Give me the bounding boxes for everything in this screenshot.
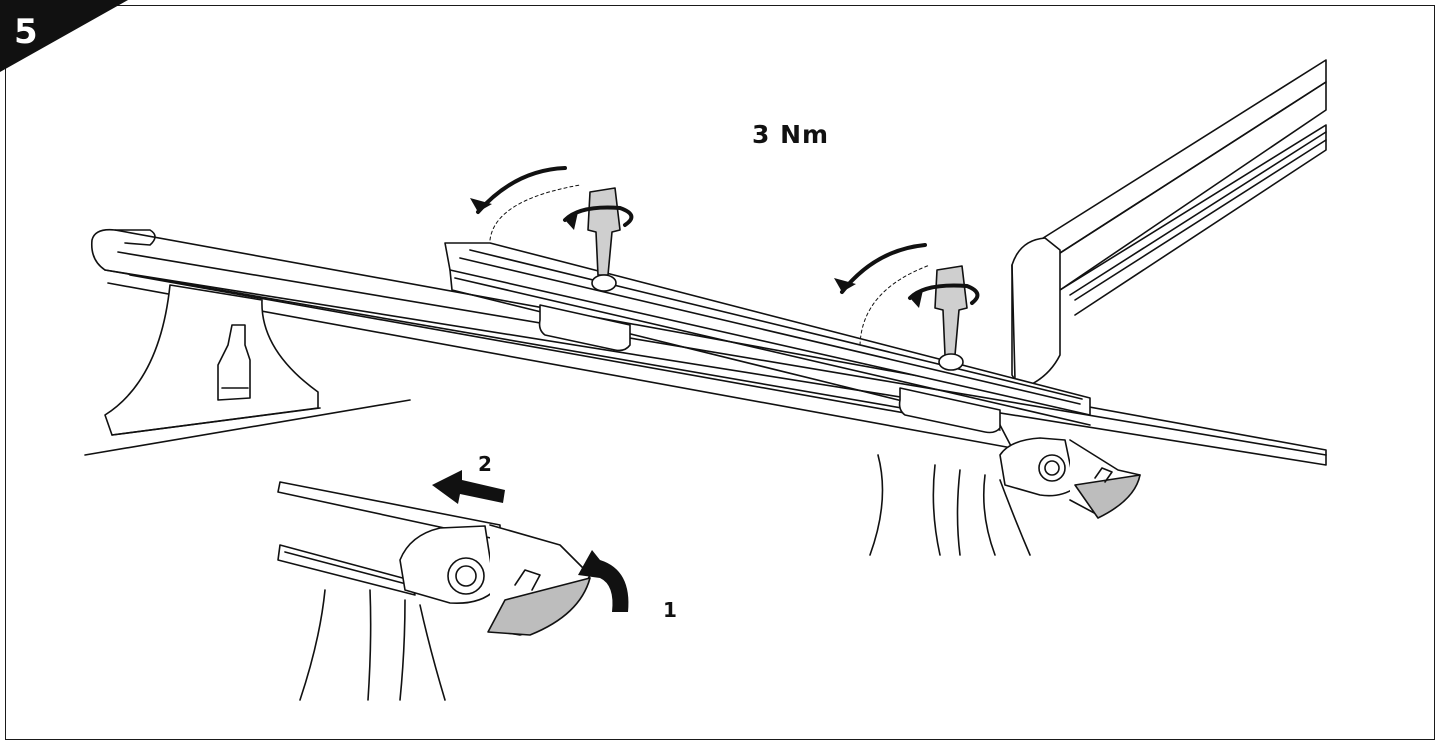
detail-crossbar (277, 481, 501, 596)
clamp-block-right (898, 387, 1001, 434)
step-number: 5 (14, 12, 38, 52)
long-crossbar (1039, 59, 1327, 316)
t-bolt-knob-left (470, 166, 634, 292)
clamp-block-left (538, 304, 631, 352)
roof-line (84, 399, 411, 456)
step-two-label: 2 (478, 452, 492, 476)
torque-label: 3 Nm (752, 120, 830, 149)
left-foot (104, 284, 321, 436)
main-crossbar (90, 228, 1327, 466)
end-cap-right (1011, 237, 1061, 386)
arrow-lift-icon (578, 550, 629, 612)
step-badge (0, 0, 128, 72)
detail-foot-legs (299, 589, 446, 701)
right-foot-legs (869, 454, 1031, 556)
end-cap-main (999, 437, 1141, 519)
t-bolt-knob-right (834, 243, 980, 371)
step-one-label: 1 (663, 598, 677, 622)
detail-end-cap (399, 524, 591, 636)
arrow-slide-icon (432, 470, 505, 504)
